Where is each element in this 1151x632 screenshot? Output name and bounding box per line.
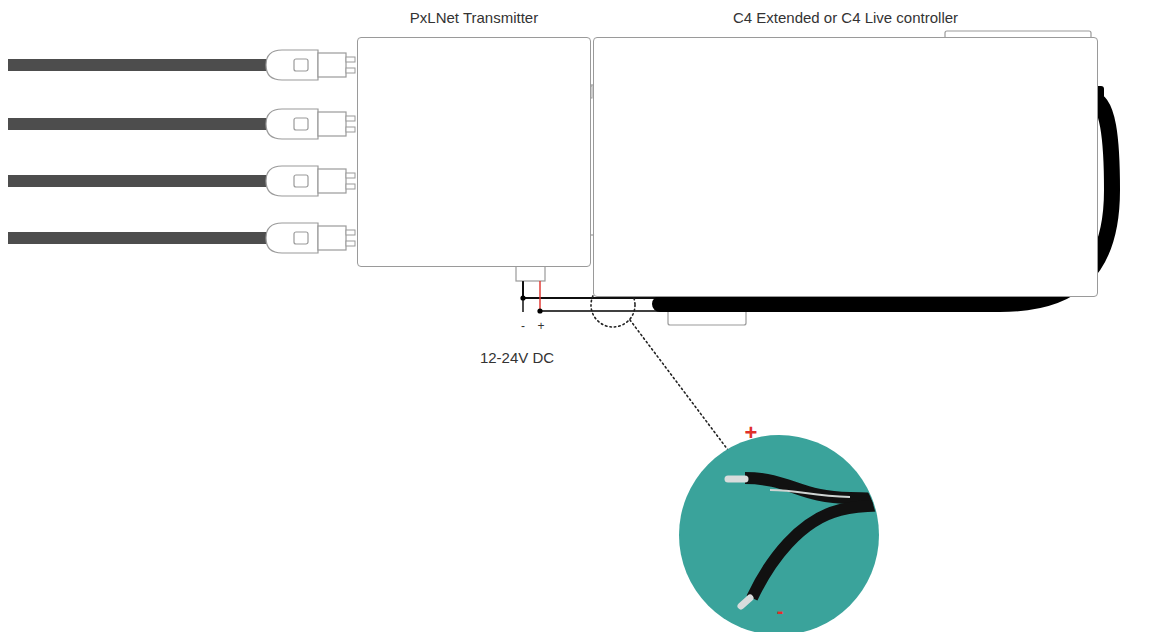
positive-wire [539, 281, 540, 311]
plug-body [266, 50, 318, 80]
photo-polarity-mark: - [777, 600, 784, 622]
positive-lead [745, 478, 900, 500]
polarity-mark: + [537, 320, 544, 333]
plug-head [318, 226, 346, 250]
cable [8, 118, 270, 130]
cable [8, 232, 270, 244]
device-name: PxLNet Transmitter [358, 9, 590, 27]
photo-polarity-mark: + [745, 421, 758, 445]
wire-tip [728, 476, 745, 483]
cable-connector [8, 50, 355, 80]
junction-dot [520, 295, 525, 300]
plug-head [318, 169, 346, 193]
plug-pin [346, 68, 355, 73]
cable-connector [8, 223, 355, 253]
plug-head [318, 112, 346, 136]
plug-latch [294, 232, 308, 244]
device-box: C4 Extended or C4 Live controller [593, 37, 1098, 297]
lead-stripe [770, 490, 850, 497]
plug-body [266, 166, 318, 196]
photo-inset [679, 435, 879, 632]
plug-pin [346, 184, 355, 189]
cable-connector [8, 109, 355, 139]
device-name: C4 Extended or C4 Live controller [594, 9, 1097, 27]
zoom-leader [630, 320, 728, 450]
positive-wire [540, 310, 660, 311]
voltage-label: 12-24V DC [480, 350, 554, 367]
negative-lead [752, 505, 900, 598]
plug-latch [294, 118, 308, 130]
plug-body [266, 223, 318, 253]
wire-tip [741, 598, 750, 606]
plug-pin [346, 116, 355, 121]
plug-pin [346, 57, 355, 62]
plug-body [266, 109, 318, 139]
cable-connector [8, 166, 355, 196]
polarity-mark: - [521, 320, 525, 333]
plug-pin [346, 241, 355, 246]
junction-dot [537, 308, 542, 313]
cable [8, 175, 270, 187]
plug-pin [346, 173, 355, 178]
plug-latch [294, 175, 308, 187]
output-cables [8, 50, 355, 253]
plug-head [318, 53, 346, 77]
cable [8, 59, 270, 71]
plug-pin [346, 127, 355, 132]
photo-wires [728, 478, 900, 606]
plug-pin [346, 230, 355, 235]
negative-wire [523, 297, 660, 298]
device-box: PxLNet Transmitter [357, 37, 591, 267]
plug-latch [294, 59, 308, 71]
